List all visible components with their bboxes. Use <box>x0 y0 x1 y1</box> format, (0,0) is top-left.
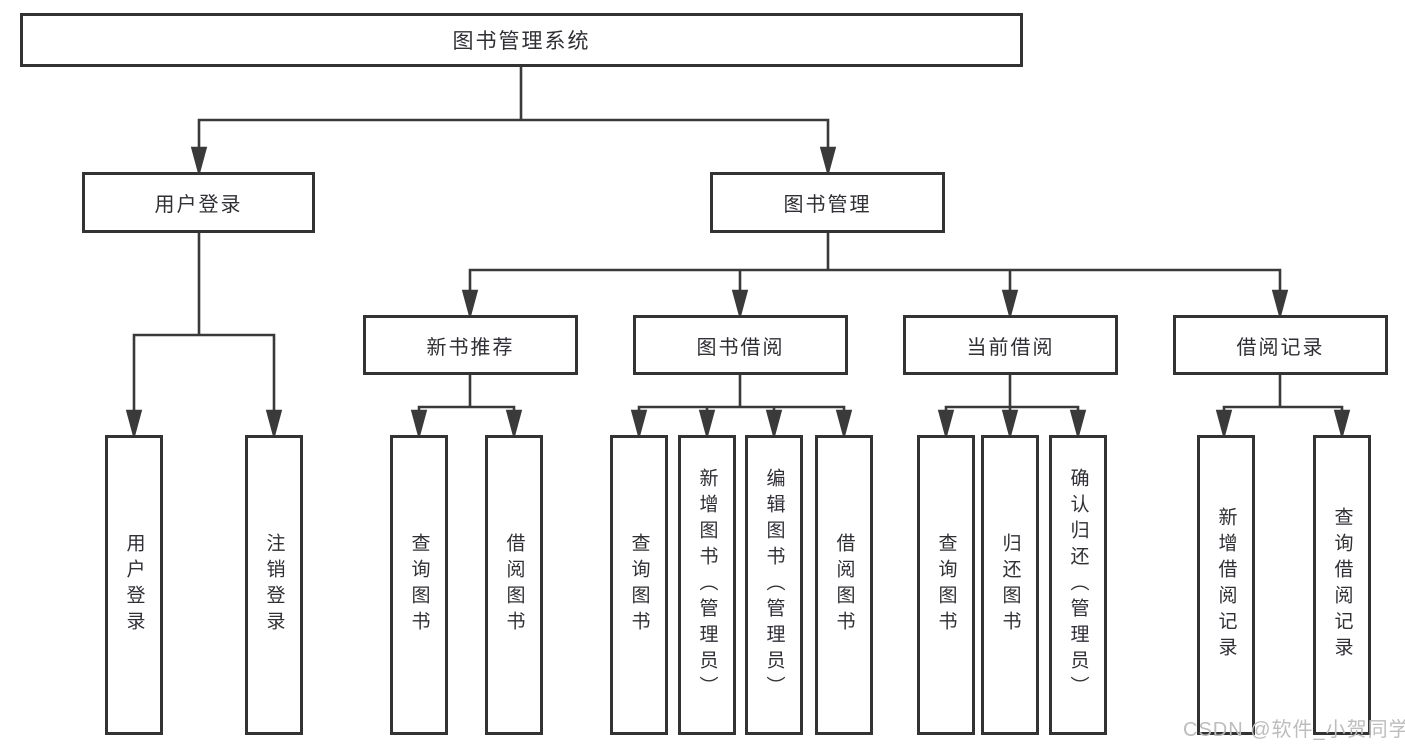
node-current-borrowing: 当前借阅 <box>903 315 1118 375</box>
leaf-confirm-return-admin: 确认归还（管理员） <box>1049 435 1107 735</box>
csdn-watermark: CSDN @软件_小贺同学 <box>1183 719 1405 741</box>
leaf-borrow-books: 借阅图书 <box>815 435 873 735</box>
leaf-query-books: 查询图书 <box>610 435 668 735</box>
connector-book-mgmt <box>461 231 1289 320</box>
node-label: 查询图书 <box>628 533 650 637</box>
arrow-down-icon <box>1215 409 1233 440</box>
arrow-down-icon <box>190 146 208 177</box>
arrow-down-icon <box>265 409 283 440</box>
node-label: 用户登录 <box>123 533 145 637</box>
node-label: 图书管理 <box>783 194 872 216</box>
node-label: 借阅图书 <box>503 533 525 637</box>
arrow-down-icon <box>1271 289 1289 320</box>
connector-borrow-records <box>1215 373 1351 440</box>
node-label: 新书推荐 <box>426 336 515 359</box>
node-borrow-records: 借阅记录 <box>1173 315 1388 375</box>
node-label: 新增图书（管理员） <box>696 468 718 702</box>
leaf-logout: 注销登录 <box>245 435 303 735</box>
leaf-query-books: 查询图书 <box>917 435 975 735</box>
node-system-root: 图书管理系统 <box>20 13 1023 67</box>
node-label: 编辑图书（管理员） <box>763 468 785 702</box>
connector-user-login <box>125 231 283 440</box>
node-label: 查询图书 <box>408 533 430 637</box>
arrow-down-icon <box>698 409 716 440</box>
node-label: 归还图书 <box>999 533 1021 637</box>
node-label: 确认归还（管理员） <box>1067 468 1089 702</box>
leaf-add-borrow-record: 新增借阅记录 <box>1197 435 1255 735</box>
connector-new-book <box>410 373 523 440</box>
arrow-down-icon <box>125 409 143 440</box>
arrow-down-icon <box>1333 409 1351 440</box>
node-label: 查询借阅记录 <box>1331 507 1353 663</box>
node-label: 注销登录 <box>263 533 285 637</box>
arrow-down-icon <box>1001 289 1019 320</box>
node-book-borrowing: 图书借阅 <box>633 315 848 375</box>
arrow-down-icon <box>630 409 648 440</box>
leaf-add-books-admin: 新增图书（管理员） <box>678 435 736 735</box>
arrow-down-icon <box>461 289 479 320</box>
node-book-management: 图书管理 <box>710 172 945 233</box>
arrow-down-icon <box>937 409 955 440</box>
arrow-down-icon <box>835 409 853 440</box>
connector-book-borrow <box>630 373 853 440</box>
node-label: 新增借阅记录 <box>1215 507 1237 663</box>
node-label: 当前借阅 <box>966 336 1055 359</box>
node-label: 借阅图书 <box>833 533 855 637</box>
arrow-down-icon <box>1069 409 1087 440</box>
node-new-book-recommend: 新书推荐 <box>363 315 578 375</box>
leaf-edit-books-admin: 编辑图书（管理员） <box>745 435 803 735</box>
arrow-down-icon <box>731 289 749 320</box>
arrow-down-icon <box>765 409 783 440</box>
node-user-login: 用户登录 <box>82 172 315 233</box>
node-label: 图书管理系统 <box>452 30 591 53</box>
node-label: 查询图书 <box>935 533 957 637</box>
leaf-query-books: 查询图书 <box>390 435 448 735</box>
connector-root <box>190 65 837 177</box>
leaf-return-books: 归还图书 <box>981 435 1039 735</box>
connector-current-borrow <box>937 373 1087 440</box>
leaf-borrow-books: 借阅图书 <box>485 435 543 735</box>
arrow-down-icon <box>819 146 837 177</box>
arrow-down-icon <box>1001 409 1019 440</box>
node-label: 借阅记录 <box>1236 336 1325 359</box>
leaf-query-borrow-record: 查询借阅记录 <box>1313 435 1371 735</box>
node-label: 图书借阅 <box>696 336 785 359</box>
arrow-down-icon <box>505 409 523 440</box>
arrow-down-icon <box>410 409 428 440</box>
leaf-user-login: 用户登录 <box>105 435 163 735</box>
node-label: 用户登录 <box>154 194 243 216</box>
